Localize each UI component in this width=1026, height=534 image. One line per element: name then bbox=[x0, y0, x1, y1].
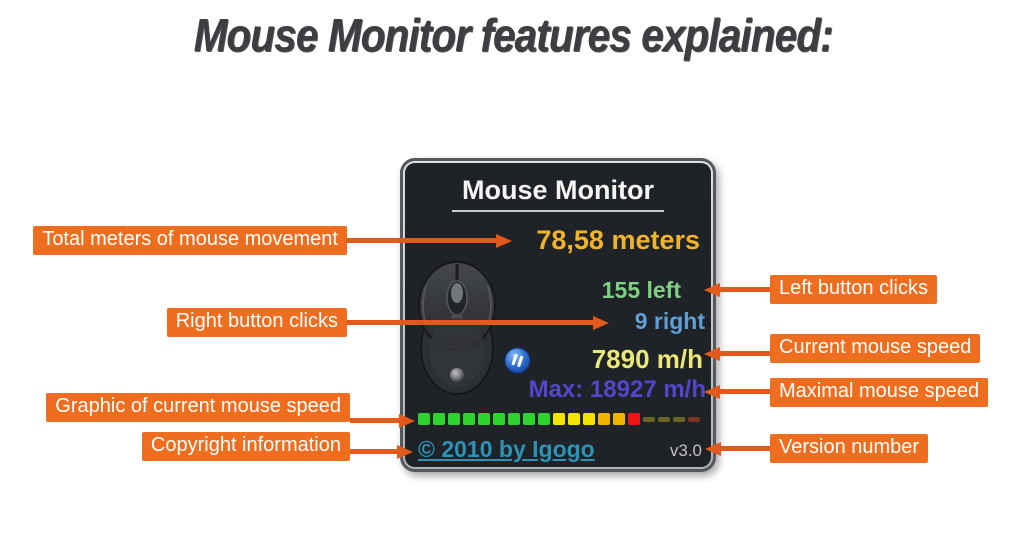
callout-speed-graph: Graphic of current mouse speed bbox=[46, 393, 350, 422]
led-segment bbox=[523, 413, 535, 425]
total-meters-value: 78,58 meters bbox=[536, 225, 700, 255]
callout-total-meters: Total meters of mouse movement bbox=[33, 226, 347, 255]
widget-title-wrap: Mouse Monitor bbox=[405, 175, 711, 212]
callout-copyright: Copyright information bbox=[141, 432, 350, 461]
led-segment bbox=[673, 416, 685, 422]
callout-right-clicks: Right button clicks bbox=[166, 308, 347, 337]
led-segment bbox=[418, 413, 430, 425]
right-clicks-value: 9 right bbox=[634, 308, 705, 334]
led-segment bbox=[568, 413, 580, 425]
arrow-total-meters-icon bbox=[347, 233, 512, 248]
led-segment bbox=[478, 413, 490, 425]
led-segment bbox=[493, 413, 505, 425]
led-segment bbox=[598, 413, 610, 425]
arrow-max-speed-icon bbox=[704, 384, 770, 399]
callout-max-speed: Maximal mouse speed bbox=[770, 378, 989, 407]
led-segment bbox=[583, 413, 595, 425]
max-speed-value: Max: 18927 m/h bbox=[528, 376, 706, 403]
version-label: v3.0 bbox=[669, 441, 702, 460]
widget-title: Mouse Monitor bbox=[452, 175, 664, 212]
pause-icon[interactable] bbox=[504, 347, 531, 374]
led-segment bbox=[538, 413, 550, 425]
widget-content: Mouse Monitor bbox=[405, 163, 711, 467]
led-segment bbox=[433, 413, 445, 425]
arrow-copyright-icon bbox=[350, 444, 413, 459]
led-segment bbox=[463, 413, 475, 425]
led-segment bbox=[658, 416, 670, 422]
heading-wrap: Mouse Monitor features explained: bbox=[0, 8, 1026, 62]
arrow-current-speed-icon bbox=[704, 346, 770, 361]
callout-version: Version number bbox=[770, 434, 929, 463]
callout-left-clicks: Left button clicks bbox=[770, 275, 937, 304]
arrow-right-clicks-icon bbox=[347, 315, 609, 330]
led-segment bbox=[643, 416, 655, 422]
page-heading: Mouse Monitor features explained: bbox=[193, 9, 834, 61]
mouse-image bbox=[418, 261, 496, 395]
arrow-speed-graph-icon bbox=[350, 413, 415, 428]
copyright-link[interactable]: © 2010 by Igogo bbox=[418, 436, 595, 462]
led-segment bbox=[553, 413, 565, 425]
speed-graph-bar bbox=[418, 412, 706, 426]
widget-inner-frame: Mouse Monitor bbox=[403, 161, 713, 469]
led-segment bbox=[448, 413, 460, 425]
led-segment bbox=[508, 413, 520, 425]
led-segment bbox=[688, 416, 700, 422]
current-speed-value: 7890 m/h bbox=[591, 344, 703, 374]
left-clicks-value: 155 left bbox=[601, 277, 681, 303]
mouse-monitor-widget: Mouse Monitor bbox=[400, 158, 716, 472]
arrow-left-clicks-icon bbox=[704, 282, 770, 297]
arrow-version-icon bbox=[705, 441, 770, 456]
led-segment bbox=[628, 413, 640, 425]
callout-current-speed: Current mouse speed bbox=[770, 334, 981, 363]
led-segment bbox=[613, 413, 625, 425]
